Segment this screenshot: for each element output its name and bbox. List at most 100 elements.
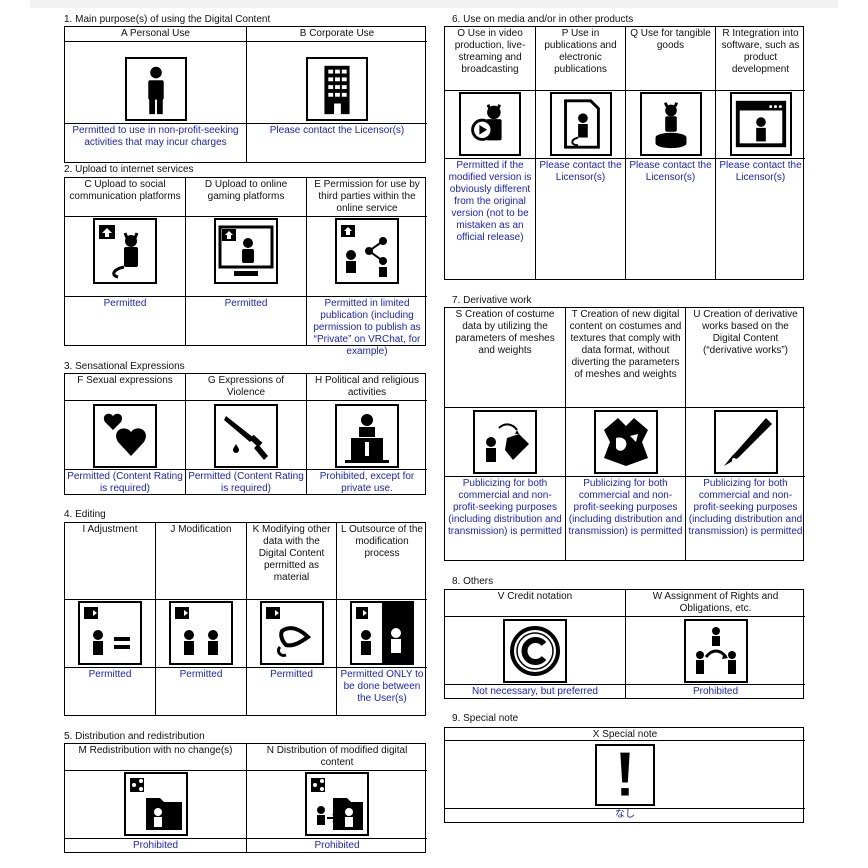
- redistribution-icon: [123, 772, 188, 836]
- cell-Q: Q Use for tangible goods Please contact …: [625, 27, 715, 279]
- answer-text: Permitted: [88, 669, 132, 680]
- table: C Upload to social communication platfor…: [64, 177, 427, 357]
- cell-header: K Modifying other data with the Digital …: [252, 524, 331, 583]
- section-title: 5. Distribution and redistribution: [64, 731, 205, 742]
- section-editing: 4. Editing I Adjustment Permitted J Modi…: [64, 509, 427, 716]
- cell-header: D Upload to online gaming platforms: [204, 179, 288, 202]
- texture-icon: [593, 410, 658, 474]
- cell-header: I Adjustment: [82, 524, 138, 535]
- answer-text: Publicizing for both commercial and non-…: [568, 478, 683, 537]
- hearts-icon: [93, 404, 157, 468]
- costume-icon: [473, 410, 537, 474]
- adjustment-icon: [78, 601, 142, 665]
- answer-text: Permitted (Content Rating is required): [67, 471, 183, 494]
- video-icon: [459, 92, 521, 156]
- table: A Personal Use Permitted to use in non-p…: [64, 26, 427, 163]
- cell-header: A Personal Use: [121, 28, 190, 39]
- section-title: 7. Derivative work: [452, 295, 532, 306]
- cell-F: F Sexual expressions Permitted (Content …: [65, 374, 185, 494]
- answer-text: Permitted in limited publication (includ…: [313, 298, 421, 357]
- section-title: 4. Editing: [64, 509, 106, 520]
- cell-header: V Credit notation: [497, 591, 573, 602]
- cell-header: O Use in video production, live-streamin…: [454, 28, 526, 75]
- section-distribution: 5. Distribution and redistribution M Red…: [64, 731, 427, 853]
- cell-header: N Distribution of modified digital conte…: [266, 745, 408, 768]
- section-derivative: 7. Derivative work S Creation of costume…: [444, 295, 805, 561]
- cell-D: D Upload to online gaming platforms Perm…: [185, 178, 306, 345]
- figure-icon: [639, 92, 702, 156]
- cell-V: V Credit notation Not necessary, but pre…: [445, 590, 625, 698]
- answer-text: Please contact the Licensor(s): [629, 160, 712, 183]
- person-icon: [124, 57, 187, 121]
- section-media: 6. Use on media and/or in other products…: [444, 14, 805, 280]
- answer-text: Please contact the Licensor(s): [539, 160, 622, 183]
- cell-header: S Creation of costume data by utilizing …: [455, 309, 555, 356]
- cell-R: R Integration into software, such as pro…: [715, 27, 805, 279]
- answer-text: Prohibited: [132, 840, 179, 851]
- cell-H: H Political and religious activities Pro…: [306, 374, 427, 494]
- answer-text: Permitted: [224, 298, 268, 309]
- cell-X: X Special note なし: [445, 728, 805, 822]
- transfer-icon: [683, 619, 748, 683]
- cell-I: I Adjustment Permitted: [65, 523, 155, 715]
- answer-text: Publicizing for both commercial and non-…: [688, 478, 803, 537]
- cell-U: U Creation of derivative works based on …: [685, 308, 805, 560]
- answer-text: Prohibited: [692, 686, 739, 697]
- section-sensational: 3. Sensational Expressions F Sexual expr…: [64, 361, 427, 495]
- distribution-modified-icon: [305, 772, 369, 836]
- table: F Sexual expressions Permitted (Content …: [64, 373, 427, 495]
- publication-icon: [549, 92, 612, 156]
- cell-header: T Creation of new digital content on cos…: [569, 309, 682, 380]
- answer-text: Please contact the Licensor(s): [719, 160, 802, 183]
- section-title: 6. Use on media and/or in other products: [452, 14, 634, 25]
- upload-social-icon: [93, 218, 157, 284]
- exclamation-icon: [595, 744, 655, 806]
- answer-text: Not necessary, but preferred: [472, 686, 598, 697]
- answer-text: Permitted if the modified version is obv…: [448, 160, 532, 243]
- cell-L: L Outsource of the modification process …: [336, 523, 427, 715]
- cell-O: O Use in video production, live-streamin…: [445, 27, 535, 279]
- section-upload: 2. Upload to internet services C Upload …: [64, 164, 427, 357]
- copyright-icon: [503, 619, 567, 683]
- upload-gaming-icon: [214, 218, 278, 284]
- section-title: 2. Upload to internet services: [64, 164, 194, 175]
- table: M Redistribution with no change(s) Prohi…: [64, 743, 427, 853]
- cell-B: B Corporate Use Please contact the Licen…: [246, 27, 427, 162]
- table: S Creation of costume data by utilizing …: [444, 307, 805, 561]
- cell-header: E Permission for use by third parties wi…: [314, 179, 420, 214]
- answer-text: Permitted: [103, 298, 147, 309]
- answer-text: Permitted to use in non-profit-seeking a…: [72, 125, 239, 148]
- table: O Use in video production, live-streamin…: [444, 26, 805, 280]
- answer-text: Permitted: [270, 669, 313, 680]
- podium-icon: [335, 404, 399, 468]
- answer-text: Please contact the Licensor(s): [269, 125, 405, 136]
- section-special-note: 9. Special note X Special note なし: [444, 713, 805, 823]
- cell-header: W Assignment of Rights and Obligations, …: [652, 591, 779, 614]
- answer-text: Permitted ONLY to be done between the Us…: [340, 669, 424, 704]
- cell-J: J Modification Permitted: [155, 523, 246, 715]
- knife-icon: [214, 404, 278, 468]
- table: I Adjustment Permitted J Modification Pe…: [64, 522, 427, 716]
- section-title: 8. Others: [452, 576, 494, 587]
- answer-text: Publicizing for both commercial and non-…: [448, 478, 562, 537]
- software-icon: [729, 92, 792, 156]
- table: X Special note なし: [444, 727, 805, 823]
- answer-text: Prohibited, except for private use.: [319, 471, 415, 494]
- answer-text: Permitted (Content Rating is required): [188, 471, 304, 494]
- cell-header: C Upload to social communication platfor…: [69, 179, 181, 202]
- cell-header: L Outsource of the modification process: [341, 524, 423, 559]
- table: V Credit notation Not necessary, but pre…: [444, 589, 805, 699]
- building-icon: [306, 57, 368, 121]
- cell-header: B Corporate Use: [299, 28, 375, 39]
- cell-C: C Upload to social communication platfor…: [65, 178, 185, 345]
- answer-text: Permitted: [179, 669, 223, 680]
- cell-K: K Modifying other data with the Digital …: [246, 523, 336, 715]
- answer-text: Prohibited: [314, 840, 360, 851]
- section-others: 8. Others V Credit notation Not necessar…: [444, 576, 805, 699]
- cell-P: P Use in publications and electronic pub…: [535, 27, 625, 279]
- cell-S: S Creation of costume data by utilizing …: [445, 308, 565, 560]
- cell-E: E Permission for use by third parties wi…: [306, 178, 427, 357]
- section-title: 1. Main purpose(s) of using the Digital …: [64, 14, 271, 25]
- answer-text: なし: [615, 809, 635, 820]
- cell-header: M Redistribution with no change(s): [78, 745, 233, 756]
